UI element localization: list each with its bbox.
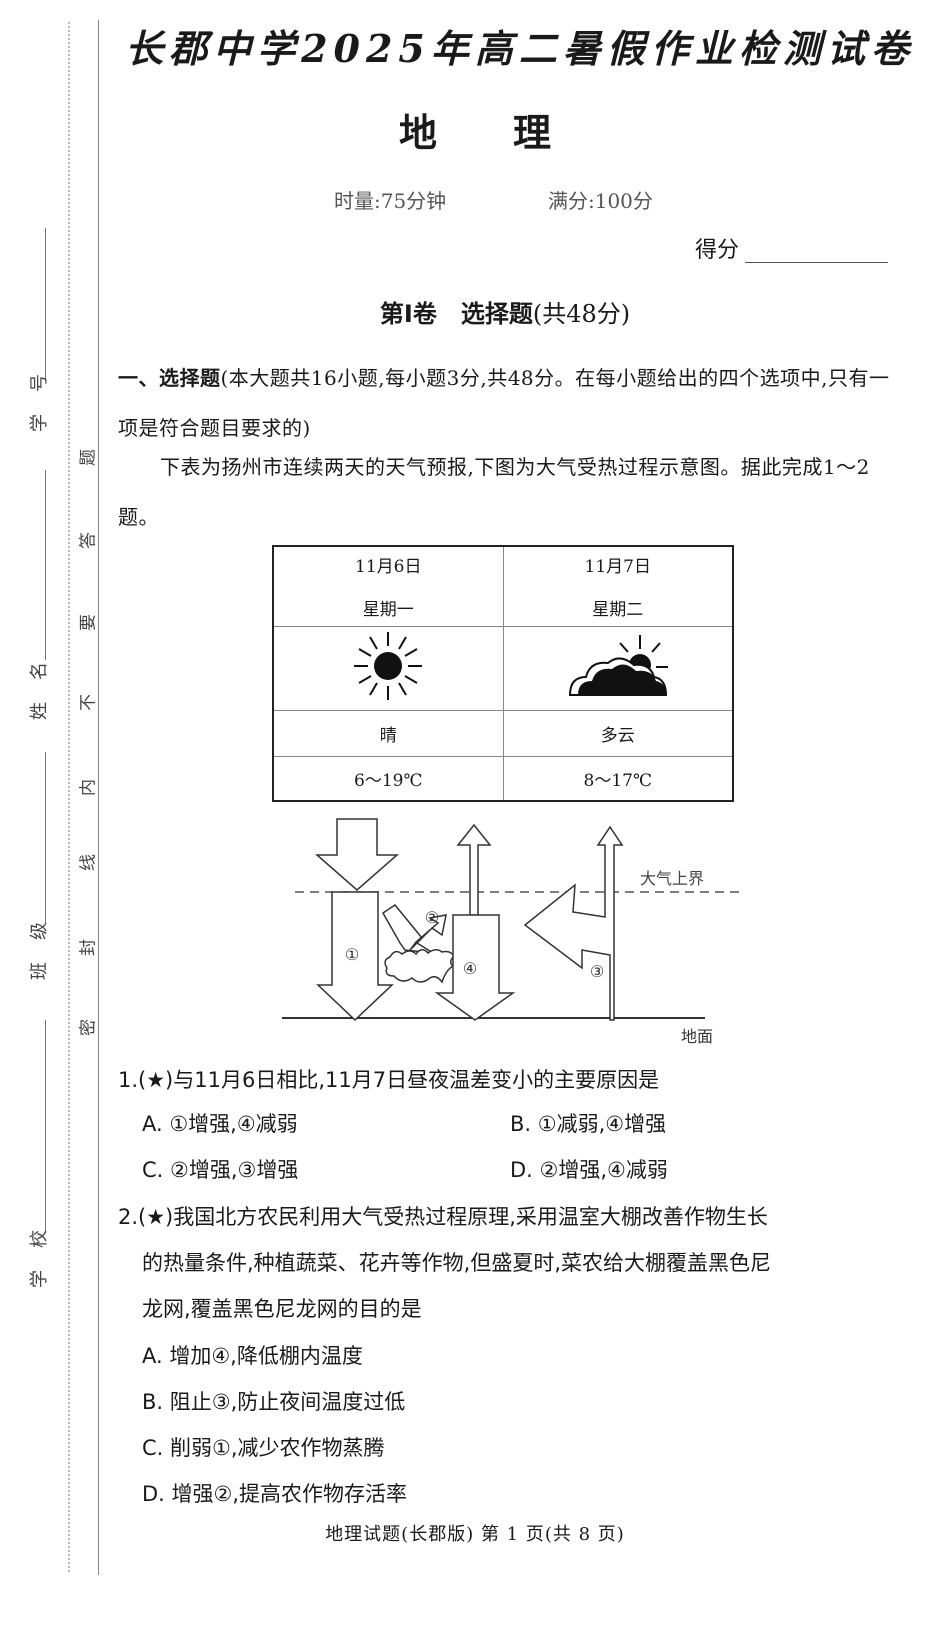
day1-temperature: 6～19℃ xyxy=(272,755,504,802)
question-2-stem-line-2: 的热量条件,种植蔬菜、花卉等作物,但盛夏时,菜农给大棚覆盖黑色尼 xyxy=(142,1251,772,1275)
weather-forecast-table: 11月6日 星期一 11月7日 星期二 xyxy=(272,545,734,802)
seal-char: 要 xyxy=(78,614,99,631)
day1-condition: 晴 xyxy=(272,709,504,757)
question-1-stem: 1.(★)与11月6日相比,11月7日昼夜温差变小的主要原因是 xyxy=(118,1068,660,1092)
marker-3: ③ xyxy=(590,962,604,981)
marker-4: ④ xyxy=(463,959,477,978)
school-label: 校学 xyxy=(29,1230,50,1288)
name-label: 名姓 xyxy=(29,662,50,720)
question-1-option-d[interactable]: D. ②增强,④减弱 xyxy=(510,1158,668,1182)
seal-char: 线 xyxy=(78,854,99,871)
class-label: 级班 xyxy=(29,922,50,980)
day2-temperature: 8～17℃ xyxy=(502,755,734,802)
student-id-label: 号学 xyxy=(29,374,50,432)
sun-icon xyxy=(354,631,423,700)
seal-char: 不 xyxy=(78,694,99,711)
section-title: 第Ⅰ卷 选择题(共48分) xyxy=(379,300,631,328)
seal-char: 内 xyxy=(78,779,99,796)
binding-dotted-line xyxy=(68,22,70,1572)
score-input-line[interactable] xyxy=(745,262,888,263)
question-2-option-a[interactable]: A. 增加④,降低棚内温度 xyxy=(142,1344,363,1368)
question-2-option-d[interactable]: D. 增强②,提高农作物存活率 xyxy=(142,1482,408,1506)
margin-solid-line xyxy=(98,20,99,1575)
question-2-option-c[interactable]: C. 削弱①,减少农作物蒸腾 xyxy=(142,1436,385,1460)
day1-header: 11月6日 星期一 xyxy=(272,545,504,627)
marker-2: ② xyxy=(425,908,439,927)
intro-paragraph: 下表为扬州市连续两天的天气预报,下图为大气受热过程示意图。据此完成1～2题。 xyxy=(118,455,870,529)
atmospheric-heating-diagram: ① ② ③ ④ 大气上界 地面 xyxy=(282,818,740,1046)
student-id-fill-line xyxy=(45,228,46,380)
exam-title: 长郡中学2025年高二暑假作业检测试卷 xyxy=(125,26,915,71)
full-score: 满分:100分 xyxy=(548,189,653,213)
seal-char: 答 xyxy=(78,532,99,549)
time-limit: 时量:75分钟 xyxy=(334,189,447,213)
part-instructions: 一、选择题(本大题共16小题,每小题3分,共48分。在每小题给出的四个选项中,只… xyxy=(118,366,890,440)
day2-header: 11月7日 星期二 xyxy=(502,545,734,627)
score-label: 得分 xyxy=(695,238,740,263)
question-2-option-b[interactable]: B. 阻止③,防止夜间温度过低 xyxy=(142,1390,406,1414)
question-2-stem-line-3: 龙网,覆盖黑色尼龙网的目的是 xyxy=(142,1297,422,1321)
ground-label: 地面 xyxy=(681,1027,713,1046)
class-fill-line xyxy=(45,752,46,924)
cloudy-sun-icon xyxy=(568,634,668,696)
seal-char: 密 xyxy=(78,1019,99,1036)
page-footer: 地理试题(长郡版) 第 1 页(共 8 页) xyxy=(325,1524,625,1545)
upper-atmosphere-label: 大气上界 xyxy=(640,869,704,888)
name-fill-line xyxy=(45,470,46,660)
question-1-option-b[interactable]: B. ①减弱,④增强 xyxy=(510,1112,667,1136)
question-1-option-c[interactable]: C. ②增强,③增强 xyxy=(142,1158,299,1182)
question-2-stem-line-1: 2.(★)我国北方农民利用大气受热过程原理,采用温室大棚改善作物生长 xyxy=(118,1205,768,1229)
day1-icon-cell xyxy=(272,625,504,711)
seal-char: 封 xyxy=(78,939,99,956)
day2-condition: 多云 xyxy=(502,709,734,757)
seal-char: 题 xyxy=(78,449,99,466)
day2-icon-cell xyxy=(502,625,734,711)
school-fill-line xyxy=(45,1020,46,1232)
subject-title: 地理 xyxy=(398,111,552,155)
question-1-option-a[interactable]: A. ①增强,④减弱 xyxy=(142,1112,298,1136)
marker-1: ① xyxy=(345,945,359,964)
